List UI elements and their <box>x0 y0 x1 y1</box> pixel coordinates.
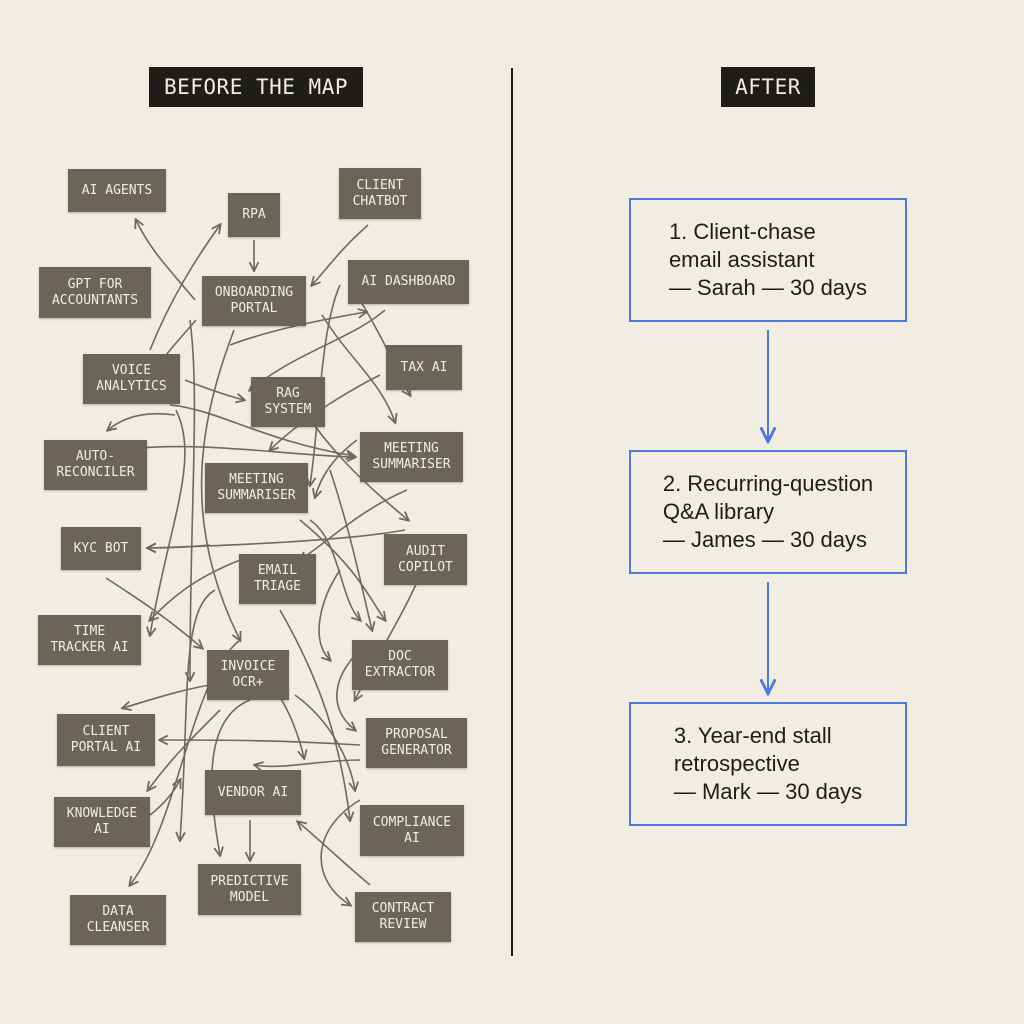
node-ai-agents: AI AGENTS <box>68 169 166 212</box>
arrow-line <box>200 329 240 640</box>
arrow-line <box>270 374 381 450</box>
node-vendor-ai: VENDOR AI <box>205 770 301 815</box>
arrow-line <box>320 799 361 905</box>
arrow-line <box>211 699 251 855</box>
node-proposal-generator: PROPOSAL GENERATOR <box>366 718 467 768</box>
node-meeting-summariser-right: MEETING SUMMARISER <box>360 432 463 482</box>
arrow-line <box>312 224 369 285</box>
node-invoice-ocr: INVOICE OCR+ <box>207 650 289 700</box>
arrow-line <box>329 469 372 630</box>
panel-divider <box>511 68 513 956</box>
node-email-triage: EMAIL TRIAGE <box>239 554 316 604</box>
arrow-line <box>119 445 355 457</box>
node-compliance-ai: COMPLIANCE AI <box>360 805 464 856</box>
arrow-line <box>321 314 395 422</box>
node-client-chatbot: CLIENT CHATBOT <box>339 168 421 219</box>
node-gpt-for-accountants: GPT FOR ACCOUNTANTS <box>39 267 151 318</box>
arrow-line <box>136 220 196 301</box>
arrow-line <box>298 822 371 886</box>
arrow-line <box>336 649 361 730</box>
arrow-line <box>169 404 354 456</box>
arrow-line <box>160 740 361 746</box>
arrow-line <box>318 569 341 660</box>
node-meeting-summariser-center: MEETING SUMMARISER <box>205 463 308 513</box>
before-title: BEFORE THE MAP <box>149 67 363 107</box>
arrow-line <box>255 759 361 766</box>
node-time-tracker-ai: TIME TRACKER AI <box>38 615 141 665</box>
node-tax-ai: TAX AI <box>386 345 462 390</box>
arrow-line <box>150 409 186 635</box>
node-contract-review: CONTRACT REVIEW <box>355 892 451 942</box>
arrow-line <box>274 689 304 758</box>
arrow-line <box>190 319 194 680</box>
node-knowledge-ai: KNOWLEDGE AI <box>54 797 150 847</box>
step-2-box: 2. Recurring-question Q&A library — Jame… <box>629 450 907 574</box>
arrow-line <box>299 519 385 620</box>
after-arrows <box>512 330 1024 1024</box>
node-rag-system: RAG SYSTEM <box>251 377 325 427</box>
node-doc-extractor: DOC EXTRACTOR <box>352 640 448 690</box>
step-1-box: 1. Client-chase email assistant — Sarah … <box>629 198 907 322</box>
node-auto-reconciler: AUTO- RECONCILER <box>44 440 147 490</box>
node-rpa: RPA <box>228 193 280 237</box>
step-2-text: 2. Recurring-question Q&A library — Jame… <box>662 471 874 552</box>
arrow-line <box>315 439 358 497</box>
arrow-line <box>148 529 406 548</box>
arrow-line <box>294 694 355 790</box>
node-client-portal-ai: CLIENT PORTAL AI <box>57 714 155 766</box>
after-title: AFTER <box>721 67 815 107</box>
step-3-text: 3. Year-end stall retrospective — Mark —… <box>673 723 863 804</box>
node-audit-copilot: AUDIT COPILOT <box>384 534 467 585</box>
arrow-line <box>180 589 216 840</box>
step-3-box: 3. Year-end stall retrospective — Mark —… <box>629 702 907 826</box>
node-ai-dashboard: AI DASHBOARD <box>348 260 469 304</box>
arrow-line <box>309 519 360 620</box>
arrow-line <box>150 559 241 620</box>
arrow-line <box>123 684 211 708</box>
arrow-line <box>108 412 176 430</box>
arrow-line <box>184 379 244 400</box>
node-predictive-model: PREDICTIVE MODEL <box>198 864 301 915</box>
arrow-line <box>148 709 221 790</box>
node-data-cleanser: DATA CLEANSER <box>70 895 166 945</box>
arrow-line <box>279 609 350 820</box>
step-1-text: 1. Client-chase email assistant — Sarah … <box>668 219 868 300</box>
node-voice-analytics: VOICE ANALYTICS <box>83 354 180 404</box>
arrow-line <box>149 225 220 351</box>
node-kyc-bot: KYC BOT <box>61 527 141 570</box>
node-onboarding-portal: ONBOARDING PORTAL <box>202 276 306 326</box>
